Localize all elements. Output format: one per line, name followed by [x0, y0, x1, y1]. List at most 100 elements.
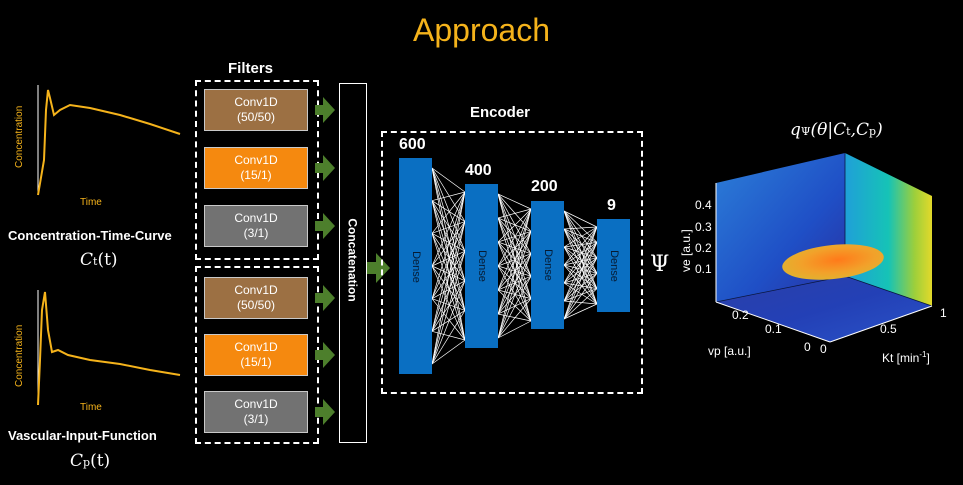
- connection-line: [431, 200, 466, 252]
- vp-tick: 0: [804, 340, 811, 354]
- connection-line: [431, 221, 466, 267]
- connection-line: [431, 167, 466, 252]
- conv1d-block: Conv1D(3/1): [204, 391, 308, 433]
- vp-axis-label: vp [a.u.]: [708, 344, 751, 358]
- connection-line: [563, 272, 598, 320]
- connection-line: [563, 264, 598, 289]
- connection-line: [563, 226, 598, 302]
- connection-line: [497, 208, 532, 339]
- layer-units: 9: [607, 197, 616, 214]
- concatenation-box: [339, 83, 367, 443]
- connection-line: [431, 339, 466, 365]
- connection-line: [563, 282, 598, 289]
- connection-line: [563, 288, 598, 320]
- connection-line: [563, 242, 598, 266]
- arrow-icon: [315, 285, 335, 311]
- connection-line: [563, 272, 598, 284]
- encoder-box: [381, 131, 643, 394]
- connection-line: [431, 310, 466, 332]
- connection-line: [431, 251, 466, 299]
- arrow-icon: [315, 213, 335, 239]
- connection-line: [497, 193, 532, 277]
- arrow-icon: [367, 253, 390, 283]
- connection-line: [431, 280, 466, 365]
- connection-line: [431, 191, 466, 299]
- connection-line: [431, 167, 466, 311]
- connection-line: [497, 208, 532, 315]
- conv1d-block: Conv1D(15/1): [204, 147, 308, 189]
- connection-line: [431, 200, 466, 281]
- connection-line: [431, 200, 466, 311]
- connection-line: [497, 275, 532, 291]
- connection-line: [563, 257, 598, 266]
- connection-line: [497, 217, 532, 277]
- connection-line: [431, 167, 466, 222]
- connection-line: [431, 167, 466, 341]
- connection-line: [497, 217, 532, 299]
- connection-line: [431, 233, 466, 281]
- connection-line: [497, 298, 532, 339]
- ve-tick: 0.1: [695, 262, 712, 276]
- page-title: Approach: [413, 12, 550, 48]
- vp-tick: 0.2: [732, 308, 749, 322]
- connection-line: [563, 282, 598, 305]
- connection-line: [563, 242, 598, 284]
- kt-tick: 1: [940, 306, 947, 320]
- ve-tick: 0.2: [695, 241, 712, 255]
- connection-line: [431, 265, 466, 341]
- connection-line: [497, 253, 532, 339]
- connection-line: [497, 193, 532, 232]
- vif-math: Cp(t): [70, 451, 111, 471]
- connection-line: [431, 233, 466, 341]
- connection-line: [563, 257, 598, 284]
- connection-line: [563, 226, 598, 266]
- connection-line: [497, 208, 532, 267]
- connection-line: [431, 167, 466, 193]
- connection-line: [431, 265, 466, 311]
- connection-line: [431, 167, 466, 281]
- connection-line: [431, 298, 466, 311]
- vif-curve: [37, 291, 181, 406]
- arrow-icon: [315, 97, 335, 123]
- ctc-xlabel: Time: [80, 197, 102, 208]
- connection-line: [563, 300, 598, 305]
- kt-axis-label: Kt [min-1]: [882, 350, 930, 365]
- connection-line: [563, 264, 598, 305]
- connection-line: [431, 191, 466, 202]
- vp-tick: 0.1: [765, 322, 782, 336]
- connection-line: [431, 250, 466, 267]
- kt-tick: 0.5: [880, 322, 897, 336]
- connection-line: [497, 253, 532, 267]
- connection-line: [563, 264, 598, 274]
- connection-line: [563, 257, 598, 320]
- arrow-icon: [315, 155, 335, 181]
- layer-units: 600: [399, 136, 426, 153]
- connection-line: [497, 208, 532, 243]
- dense-layer-9: [597, 219, 630, 312]
- vif-xlabel: Time: [80, 402, 102, 413]
- connection-line: [563, 210, 598, 228]
- connection-line: [563, 272, 598, 302]
- ve-axis-label: ve [a.u.]: [679, 229, 693, 272]
- connection-line: [431, 191, 466, 267]
- filters-label: Filters: [228, 60, 274, 77]
- dense-layer-200: [531, 201, 564, 329]
- ve-tick: 0.3: [695, 220, 712, 234]
- connection-line: [563, 303, 598, 320]
- connection-line: [563, 246, 598, 289]
- connection-line: [497, 231, 532, 339]
- connection-line: [563, 210, 598, 305]
- connection-line: [563, 226, 598, 320]
- connection-line: [497, 208, 532, 219]
- kt-axis-line: [829, 305, 933, 343]
- dense-layer-400: [465, 184, 498, 348]
- connection-line: [431, 191, 466, 365]
- connection-line: [563, 226, 598, 230]
- connection-line: [497, 217, 532, 322]
- vif-name: Vascular-Input-Function: [8, 428, 157, 443]
- connection-line: [563, 228, 598, 274]
- conv1d-block: Conv1D(15/1): [204, 334, 308, 376]
- kt-tick: 0: [820, 342, 827, 356]
- connection-line: [563, 210, 598, 274]
